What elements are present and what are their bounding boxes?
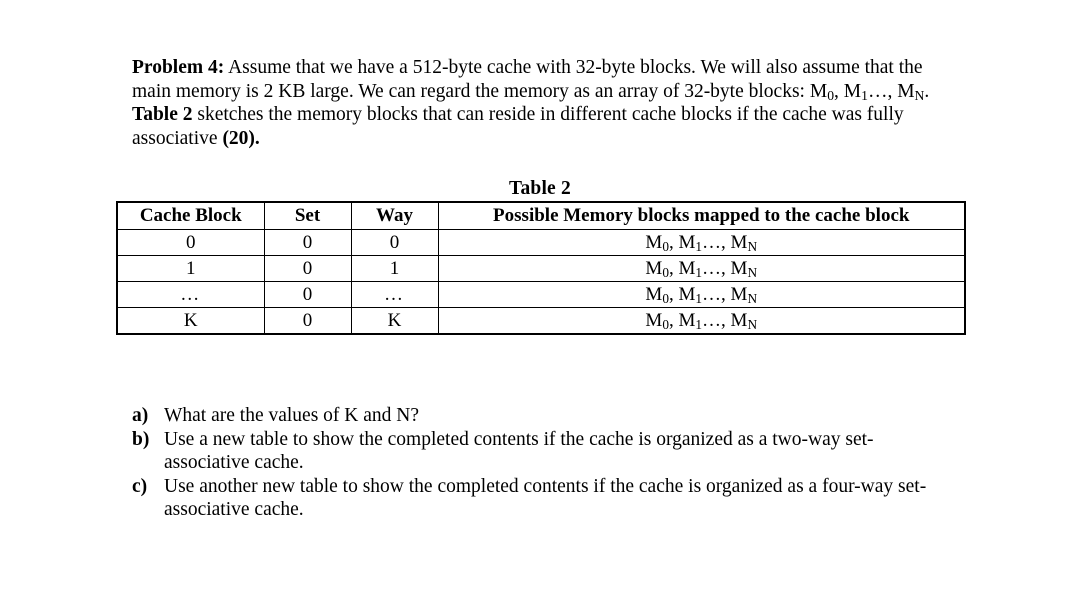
table-header-row: Cache Block Set Way Possible Memory bloc… [116,201,966,230]
subscript-N: N [914,87,925,103]
cell-set: 0 [263,229,352,256]
problem-text-tail: sketches the memory blocks that can resi… [132,104,904,149]
table-row: … 0 … M0, M1…, MN [116,281,966,308]
list-item-marker: c) [132,475,148,497]
problem-text-line1: Assume that we have a 512-byte cache wit… [132,57,923,102]
table-row: 0 0 0 M0, M1…, MN [116,229,966,256]
list-item: c) Use another new table to show the com… [132,475,942,522]
cell-way: 1 [350,255,439,282]
list-item-marker: a) [132,405,149,426]
column-header-set: Set [263,201,352,230]
cell-possible-memory-blocks: M0, M1…, MN [437,307,966,335]
list-item-text: What are the values of K and N? [164,405,420,426]
cell-way: 0 [350,229,439,256]
cell-set: 0 [263,307,352,335]
problem-points: (20). [222,127,260,149]
table-reference: Table 2 [132,104,193,125]
problem-statement: Problem 4: Assume that we have a 512-byt… [132,56,956,150]
memory-mapping-table-wrapper: Cache Block Set Way Possible Memory bloc… [116,201,966,335]
column-header-way: Way [350,201,439,230]
table-caption: Table 2 [509,178,571,199]
cell-cache-block: 1 [116,255,265,282]
cell-set: 0 [263,255,352,282]
cell-possible-memory-blocks: M0, M1…, MN [437,255,966,282]
cell-possible-memory-blocks: M0, M1…, MN [437,281,966,308]
subscript-1: 1 [861,87,868,103]
cell-cache-block: 0 [116,229,265,256]
list-item: a) What are the values of K and N? [132,404,942,428]
problem-label: Problem 4: [132,57,225,78]
list-item: b) Use a new table to show the completed… [132,428,942,475]
table-row: K 0 K M0, M1…, MN [116,307,966,335]
list-item-marker: b) [132,428,150,450]
memory-mapping-table: Cache Block Set Way Possible Memory bloc… [116,201,966,335]
cell-possible-memory-blocks: M0, M1…, MN [437,229,966,256]
table-row: 1 0 1 M0, M1…, MN [116,255,966,282]
cell-way: … [350,281,439,308]
cell-set: 0 [263,281,352,308]
cell-cache-block: … [116,281,265,308]
cell-way: K [350,307,439,335]
column-header-cache-block: Cache Block [116,201,265,230]
subscript-0: 0 [827,87,835,103]
memory-array-notation: M0, M1…, MN. [809,80,930,103]
list-item-text: Use another new table to show the comple… [164,475,927,521]
cell-cache-block: K [116,307,265,335]
question-list: a) What are the values of K and N? b) Us… [132,404,942,522]
list-item-text: Use a new table to show the completed co… [164,428,874,474]
column-header-possible-memory-blocks: Possible Memory blocks mapped to the cac… [437,201,966,230]
